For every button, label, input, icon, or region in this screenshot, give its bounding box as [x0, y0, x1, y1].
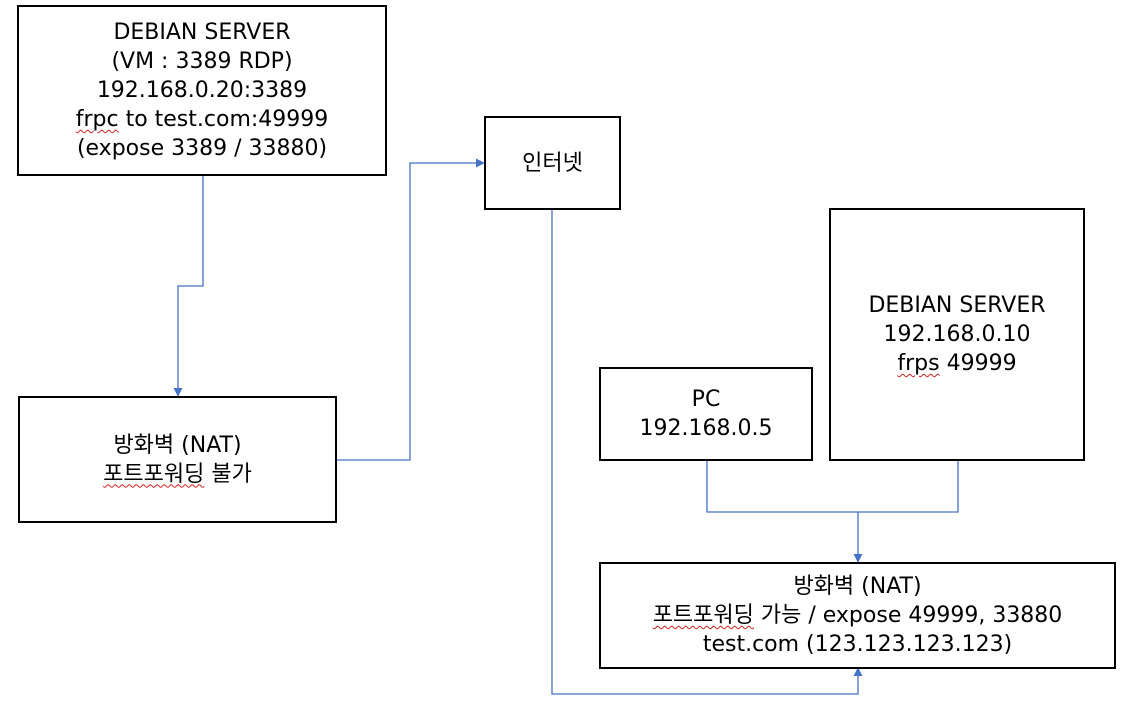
connector-pc-branch	[706, 460, 858, 513]
debian-client-expose: (expose 3389 / 33880)	[76, 136, 328, 161]
connector-client-to-firewall-arrow	[173, 176, 204, 397]
debian-client-frpc-line: frpc to test.com:49999	[76, 105, 329, 134]
frps-port: 49999	[939, 351, 1017, 376]
firewall-right-port-forward-line: 포트포워딩 가능 / expose 49999, 33880	[653, 601, 1063, 630]
debian-server-title: DEBIAN SERVER	[868, 293, 1046, 318]
pc-title: PC	[691, 387, 721, 412]
connector-firewall-to-internet-arrow	[337, 158, 485, 461]
debian-server-address: 192.168.0.10	[883, 322, 1031, 347]
connector-internet-to-firewall-arrow	[551, 209, 863, 695]
internet-label: 인터넷	[522, 150, 583, 176]
firewall-right-port-forward: 포트포워딩	[652, 603, 754, 628]
firewall-left-port-forward-line: 포트포워딩 불가	[103, 460, 252, 489]
firewall-right-title: 방화벽 (NAT)	[793, 574, 922, 599]
firewall-left-status: 불가	[204, 461, 252, 487]
debian-server-box: DEBIAN SERVER 192.168.0.10 frps 49999	[829, 208, 1085, 461]
connector-server-branch	[858, 460, 959, 513]
firewall-right-status: 가능 / expose 49999, 33880	[753, 603, 1063, 628]
frpc-command: frpc	[75, 107, 119, 132]
frps-command: frps	[897, 351, 940, 376]
debian-client-address: 192.168.0.20:3389	[96, 78, 308, 103]
debian-client-title: DEBIAN SERVER	[113, 20, 291, 45]
firewall-right-box: 방화벽 (NAT) 포트포워딩 가능 / expose 49999, 33880…	[599, 562, 1116, 669]
firewall-right-host: test.com (123.123.123.123)	[702, 632, 1013, 657]
pc-address: 192.168.0.5	[639, 416, 773, 441]
debian-client-box: DEBIAN SERVER (VM : 3389 RDP) 192.168.0.…	[17, 5, 387, 176]
debian-client-vm: (VM : 3389 RDP)	[111, 49, 293, 74]
debian-server-frps-line: frps 49999	[897, 349, 1016, 378]
firewall-left-title: 방화벽 (NAT)	[113, 432, 242, 458]
firewall-left-port-forward: 포트포워딩	[103, 461, 205, 487]
internet-box: 인터넷	[484, 116, 621, 210]
firewall-left-box: 방화벽 (NAT) 포트포워딩 불가	[18, 396, 337, 523]
pc-box: PC 192.168.0.5	[599, 367, 813, 461]
frpc-target: to test.com:49999	[118, 107, 329, 132]
